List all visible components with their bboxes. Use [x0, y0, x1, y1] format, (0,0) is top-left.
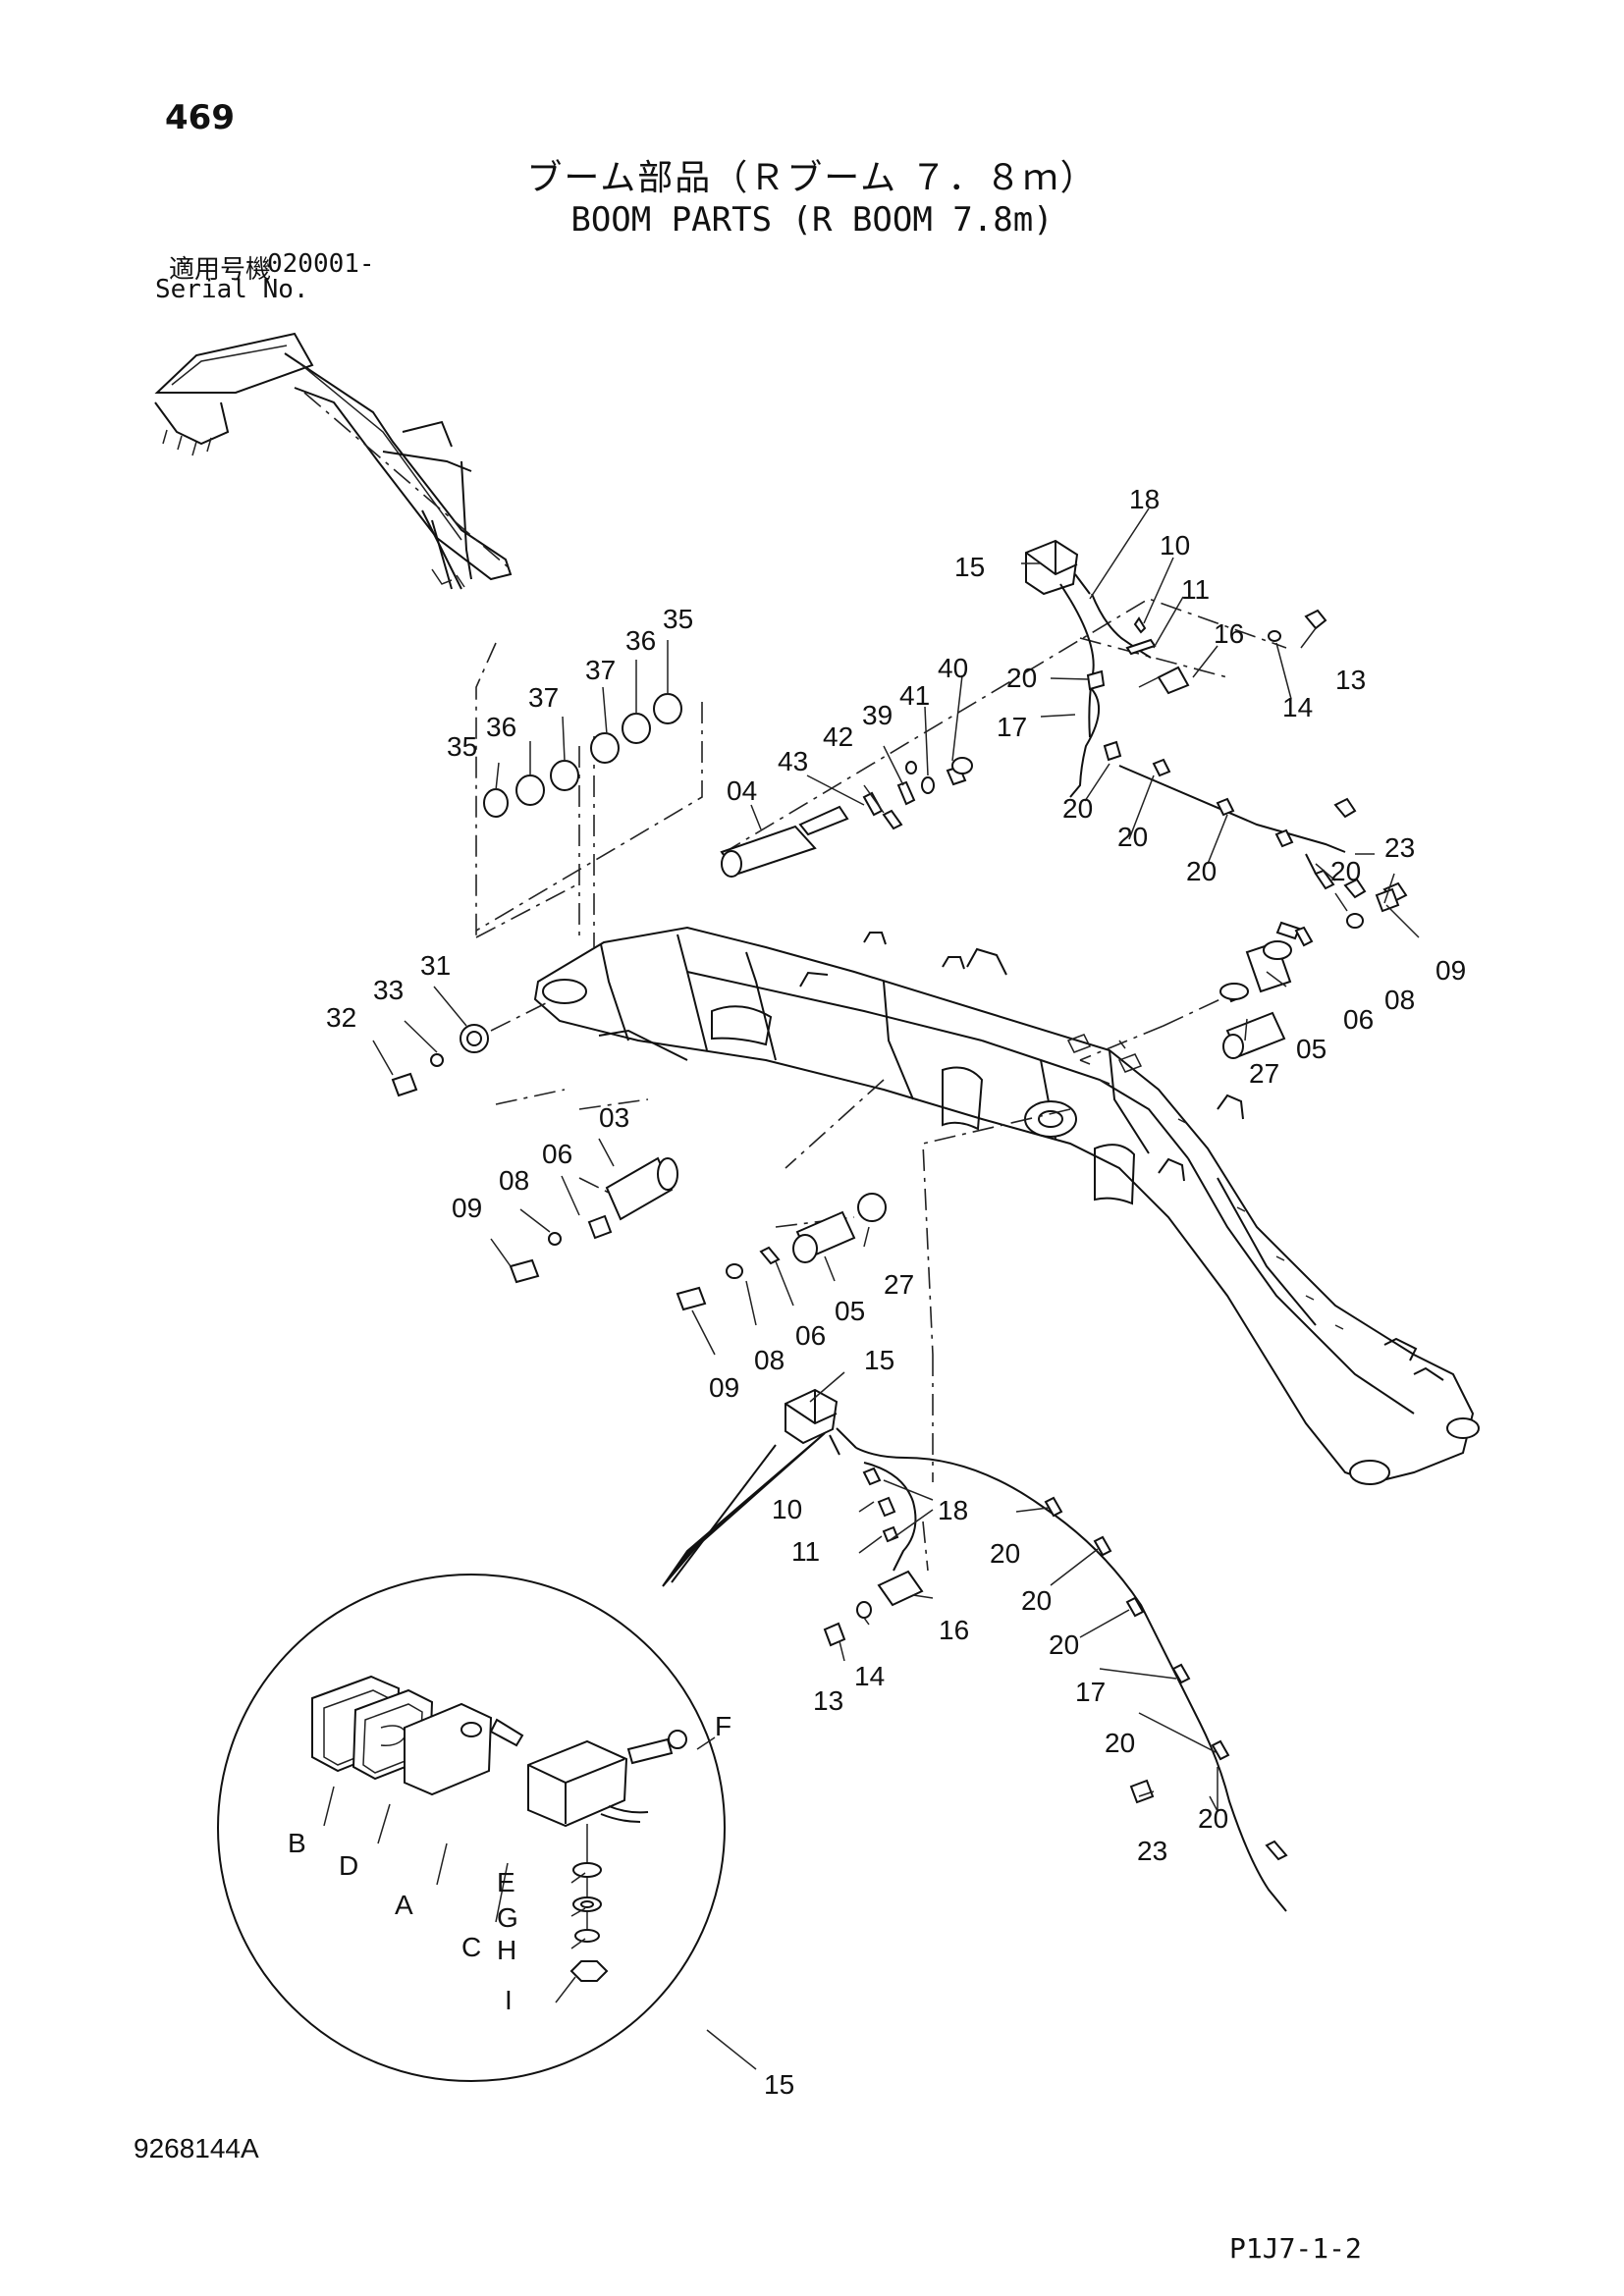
machine-thumbnail — [154, 332, 513, 590]
callout-11-upper: 11 — [1181, 574, 1210, 605]
lower-lamp-assembly — [785, 1388, 1288, 1912]
detail-label-i: I — [505, 1985, 513, 2015]
callout-36-left: 36 — [486, 712, 516, 742]
callout-33: 33 — [373, 975, 404, 1005]
callout-43: 43 — [778, 746, 808, 776]
callout-27-center: 27 — [884, 1269, 914, 1300]
callout-40: 40 — [938, 653, 968, 683]
callout-20-lower-c: 20 — [1049, 1629, 1079, 1660]
callout-06-center: 06 — [795, 1320, 826, 1351]
callout-16-upper: 16 — [1214, 618, 1244, 649]
detail-label-c: C — [461, 1932, 481, 1962]
serial-label-japanese: 適用号機 — [169, 255, 272, 285]
callout-labels: 18 15 10 11 16 14 13 20 17 20 20 20 20 2… — [288, 484, 1466, 2100]
callout-10-lower: 10 — [772, 1494, 802, 1524]
callout-41: 41 — [899, 680, 930, 711]
callout-35-left: 35 — [447, 731, 477, 762]
callout-04: 04 — [727, 775, 757, 806]
lamp-detail-circle — [217, 1432, 826, 2082]
detail-label-g: G — [497, 1902, 518, 1933]
detail-label-f: F — [715, 1711, 731, 1741]
callout-06-right: 06 — [1343, 1004, 1374, 1035]
serial-label-english: Serial No. — [155, 275, 309, 304]
callout-09-center: 09 — [709, 1372, 739, 1403]
callout-35-top: 35 — [663, 604, 693, 634]
callout-23-lower: 23 — [1137, 1836, 1167, 1866]
detail-label-h: H — [497, 1935, 516, 1965]
callout-08-right: 08 — [1384, 985, 1415, 1015]
callout-17-upper: 17 — [997, 712, 1027, 742]
callout-15-detail: 15 — [764, 2069, 794, 2100]
callout-36-top: 36 — [625, 625, 656, 656]
callout-20-upper-c: 20 — [1117, 822, 1148, 852]
callout-05-right: 05 — [1296, 1034, 1326, 1064]
detail-label-e: E — [497, 1867, 515, 1897]
callout-32: 32 — [326, 1002, 356, 1033]
callout-18-upper: 18 — [1129, 484, 1160, 514]
callout-13-lower: 13 — [813, 1685, 843, 1716]
callout-06-left: 06 — [542, 1139, 572, 1169]
callout-20-upper-d: 20 — [1186, 856, 1217, 886]
detail-label-a: A — [395, 1890, 413, 1920]
callout-39: 39 — [862, 700, 893, 730]
callout-20-upper-e: 20 — [1330, 856, 1361, 886]
boom-structure — [533, 926, 1480, 1485]
callout-20-lower-e: 20 — [1198, 1803, 1228, 1834]
callout-37-left: 37 — [528, 682, 559, 713]
callout-09-left: 09 — [452, 1193, 482, 1223]
callout-08-left: 08 — [499, 1165, 529, 1196]
callout-20-lower-b: 20 — [1021, 1585, 1052, 1616]
sheet-code: P1J7-1-2 — [1229, 2232, 1362, 2265]
upper-lamp-assembly — [1025, 539, 1408, 1003]
serial-number-value: 020001- — [267, 249, 375, 279]
callout-27-right: 27 — [1249, 1058, 1279, 1089]
detail-label-b: B — [288, 1828, 306, 1858]
callout-20-lower-d: 20 — [1105, 1728, 1135, 1758]
callout-15-upper: 15 — [954, 552, 985, 582]
callout-14-upper: 14 — [1282, 692, 1313, 722]
document-code: 9268144A — [134, 2133, 259, 2163]
callout-18-lower: 18 — [938, 1495, 968, 1525]
callout-16-lower: 16 — [939, 1615, 969, 1645]
page-title-japanese: ブーム部品（Ｒブーム ７．８ｍ） — [526, 158, 1098, 198]
callout-20-upper-a: 20 — [1006, 663, 1037, 693]
callout-14-lower: 14 — [854, 1661, 885, 1691]
callout-09-right: 09 — [1435, 955, 1466, 986]
detail-label-d: D — [339, 1850, 358, 1881]
page-number: 469 — [165, 98, 235, 137]
callout-11-lower: 11 — [791, 1536, 820, 1567]
callout-05-center: 05 — [835, 1296, 865, 1326]
callout-31: 31 — [420, 950, 451, 981]
callout-20-lower-a: 20 — [990, 1538, 1020, 1569]
callout-20-upper-b: 20 — [1062, 793, 1093, 824]
leader-lines — [372, 507, 1420, 1812]
callout-23-upper: 23 — [1384, 832, 1415, 863]
callout-08-center: 08 — [754, 1345, 785, 1375]
callout-37-top: 37 — [585, 655, 616, 685]
page-title-english: BOOM PARTS (R BOOM 7.8m) — [570, 200, 1054, 240]
callout-13-upper: 13 — [1335, 665, 1366, 695]
callout-03: 03 — [599, 1102, 629, 1133]
callout-17-lower: 17 — [1075, 1677, 1106, 1707]
pins-and-washers — [391, 693, 1400, 1311]
assembly-lines — [475, 598, 1287, 1572]
callout-42: 42 — [823, 721, 853, 752]
callout-15-lower: 15 — [864, 1345, 894, 1375]
callout-10-upper: 10 — [1160, 530, 1190, 561]
